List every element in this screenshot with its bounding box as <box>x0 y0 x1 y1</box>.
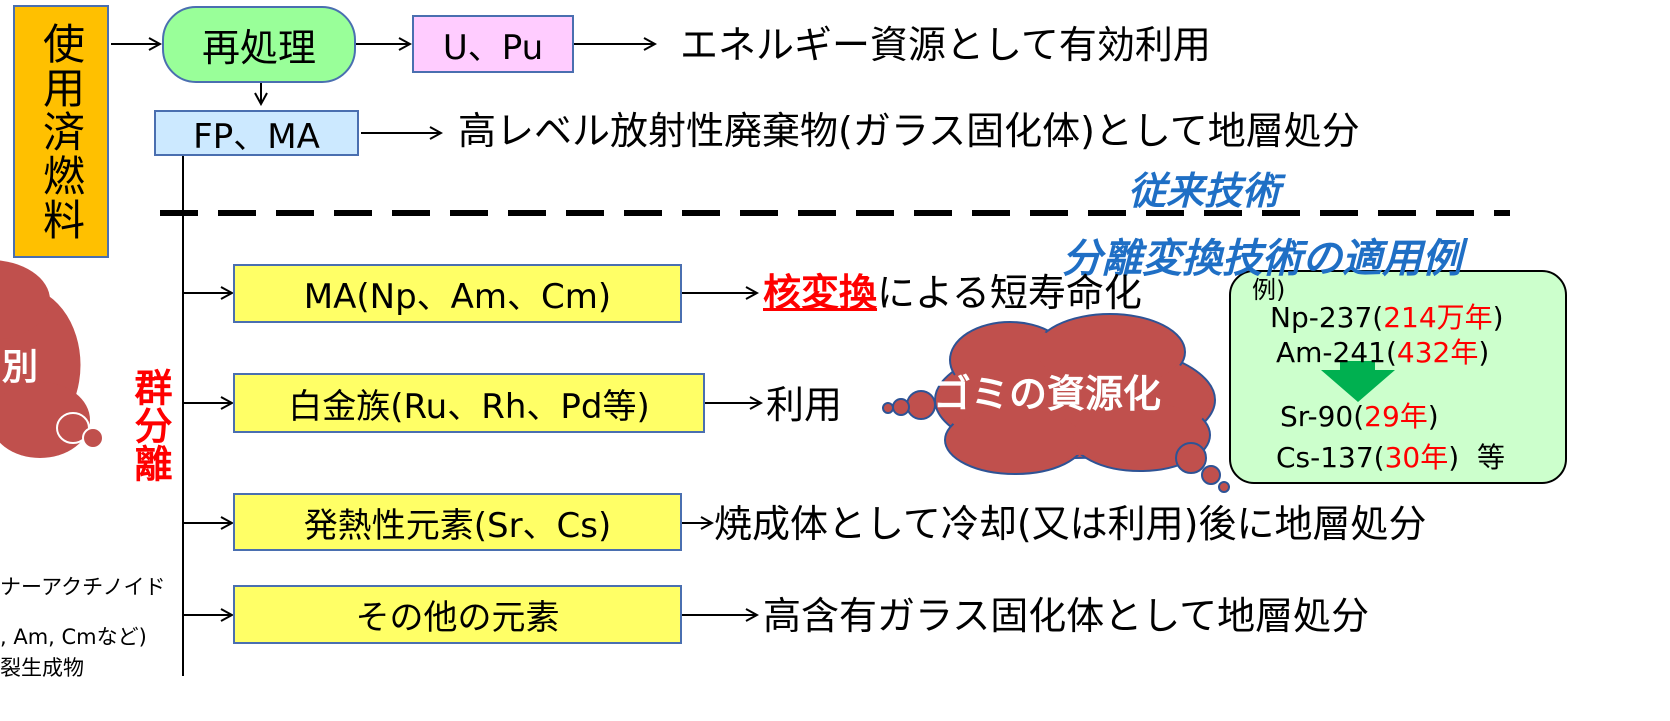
row-box-platinum: 白金族(Ru、Rh、Pd等) <box>233 373 705 433</box>
row-box-other: その他の元素 <box>233 585 682 644</box>
reprocessing-label: 再処理 <box>201 26 316 70</box>
row-result-ma: 核変換による短寿命化 <box>763 274 1142 312</box>
group-separation-text: 群分離 <box>128 368 172 482</box>
spent-fuel-box: 使用済燃料 <box>13 5 109 258</box>
footnote-line-2: , Am, Cmなど) <box>0 625 147 649</box>
row-result-platinum: 利用 <box>766 383 843 427</box>
reprocessing-box: 再処理 <box>162 6 356 83</box>
spent-fuel-label: 使用済燃料 <box>36 21 86 242</box>
row-box-heat: 発熱性元素(Sr、Cs) <box>233 493 682 551</box>
row-box-heat-label: 発熱性元素(Sr、Cs) <box>303 505 612 546</box>
row-box-platinum-label: 白金族(Ru、Rh、Pd等) <box>288 386 650 427</box>
u-pu-label: U、Pu <box>442 27 544 68</box>
row-box-other-label: その他の元素 <box>355 598 560 638</box>
example-sr90: Sr-90(29年) <box>1280 400 1439 433</box>
partial-cloud-text: 別 <box>2 347 39 388</box>
row-result-ma-text: による短寿命化 <box>877 271 1142 315</box>
footnote-line-3: 裂生成物 <box>0 656 84 680</box>
example-cs137: Cs-137(30年) 等 <box>1276 441 1506 474</box>
fp-ma-result: 高レベル放射性廃棄物(ガラス固化体)として地層処分 <box>458 109 1360 153</box>
example-header: 例) <box>1252 276 1286 304</box>
example-np237: Np-237(214万年) <box>1270 301 1504 334</box>
partial-cloud <box>0 260 104 458</box>
transmutation-emphasis: 核変換 <box>763 271 878 315</box>
u-pu-result: エネルギー資源として有効利用 <box>680 23 1211 67</box>
example-box <box>1229 270 1567 484</box>
u-pu-box: U、Pu <box>412 15 574 73</box>
pt-application-label: 分離変換技術の適用例 <box>1062 236 1462 282</box>
row-box-ma-label: MA(Np、Am、Cm) <box>303 277 612 317</box>
down-arrow-icon <box>1321 361 1395 402</box>
resource-cloud <box>882 313 1230 493</box>
conventional-tech-label: 従来技術 <box>1128 169 1281 213</box>
row-result-heat: 焼成体として冷却(又は利用)後に地層処分 <box>714 502 1427 546</box>
example-am241: Am-241(432年) <box>1276 336 1490 369</box>
group-separation-label: 群分離 <box>128 368 172 482</box>
row-result-other: 高含有ガラス固化体として地層処分 <box>763 594 1370 638</box>
row-box-ma: MA(Np、Am、Cm) <box>233 264 682 323</box>
resource-cloud-text: ゴミの資源化 <box>933 372 1162 416</box>
footnote-line-1: ナーアクチノイド <box>0 575 166 599</box>
fp-ma-label: FP、MA <box>193 116 320 157</box>
fp-ma-box: FP、MA <box>154 110 359 157</box>
